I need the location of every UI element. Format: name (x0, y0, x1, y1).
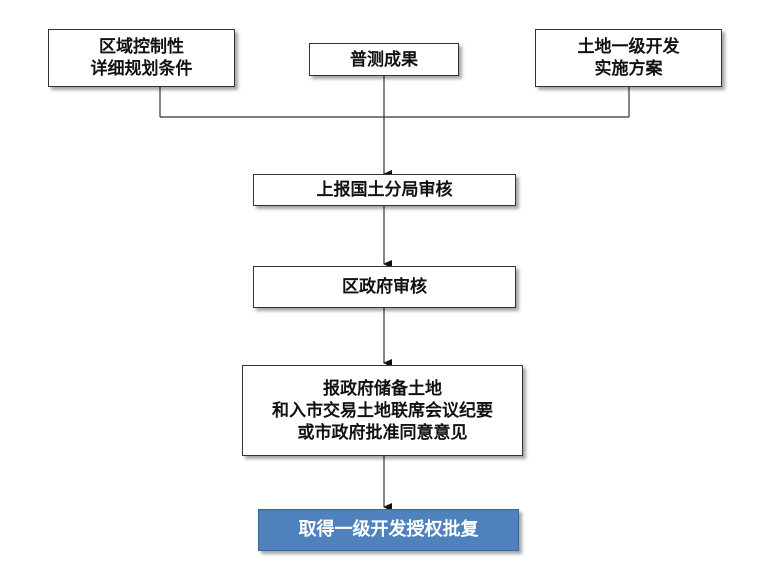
regulatory-plan-line-2: 详细规划条件 (90, 59, 193, 79)
land-bureau-review-box: 上报国土分局审核 (253, 174, 516, 206)
district-gov-review-label: 区政府审核 (342, 277, 427, 297)
land-bureau-review-label: 上报国土分局审核 (316, 180, 453, 200)
development-plan-line-1: 土地一级开发 (577, 37, 680, 57)
final-authorization-box: 取得一级开发授权批复 (258, 509, 519, 551)
regulatory-plan-line-1: 区域控制性 (99, 37, 184, 57)
regulatory-plan-box: 区域控制性 详细规划条件 (48, 29, 235, 87)
city-approval-line-1: 报政府储备土地 (323, 378, 442, 399)
district-gov-review-box: 区政府审核 (253, 266, 516, 308)
city-approval-line-3: 或市政府批准同意意见 (297, 422, 468, 443)
survey-results-box: 普测成果 (309, 43, 459, 76)
city-approval-box: 报政府储备土地 和入市交易土地联席会议纪要 或市政府批准同意意见 (242, 365, 523, 456)
city-approval-line-2: 和入市交易土地联席会议纪要 (272, 400, 493, 421)
development-plan-box: 土地一级开发 实施方案 (535, 29, 722, 87)
development-plan-line-2: 实施方案 (594, 59, 663, 79)
final-authorization-label: 取得一级开发授权批复 (298, 519, 479, 540)
survey-results-label: 普测成果 (350, 49, 418, 70)
